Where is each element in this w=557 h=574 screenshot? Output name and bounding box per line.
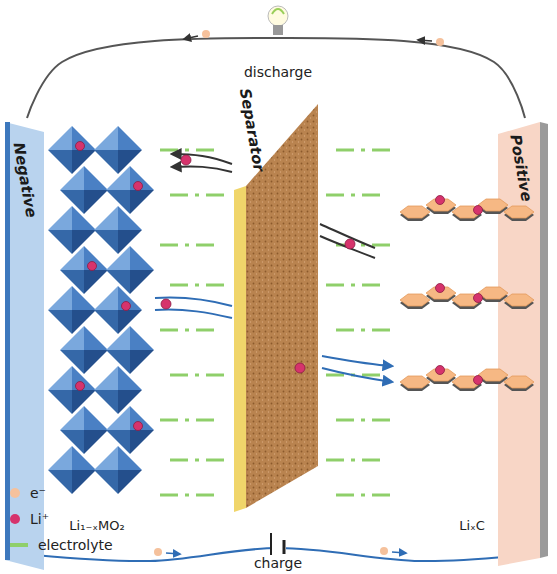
- separator: Separator: [232, 90, 320, 514]
- li-ions: [161, 155, 355, 373]
- negative-electrode: NegativeLi₁₋ₓMO₂: [5, 118, 155, 555]
- ion-arrow: [172, 167, 232, 172]
- electrode-label: Positive: [506, 133, 535, 203]
- legend-row: Li⁺: [10, 506, 113, 532]
- ion-path: [155, 310, 232, 318]
- legend: e⁻ Li⁺ electrolyte: [10, 480, 113, 558]
- legend-text: electrolyte: [38, 537, 113, 553]
- electron-flow: [154, 30, 444, 556]
- metal-oxide-lattice: [48, 126, 154, 494]
- separator-label: Separator: [236, 87, 268, 173]
- light-bulb: [268, 6, 288, 35]
- positive-electrode: PositiveLiₓC: [445, 118, 550, 555]
- circuit-wire: [27, 38, 525, 118]
- legend-text: Li⁺: [30, 511, 49, 527]
- ion-path: [320, 236, 375, 258]
- material-formula: Li₁₋ₓMO₂: [69, 518, 124, 533]
- plate-edge: [540, 122, 548, 558]
- legend-text: e⁻: [30, 485, 46, 501]
- graphite-layers: [400, 196, 534, 392]
- positive-plate: [498, 122, 540, 566]
- legend-swatch: [10, 488, 20, 498]
- legend-row: electrolyte: [10, 532, 113, 558]
- negative-plate: [5, 122, 44, 570]
- ion-path: [320, 224, 375, 248]
- ion-arrow: [172, 154, 232, 164]
- separator-edge: [234, 186, 246, 512]
- ion-arrow: [322, 356, 392, 366]
- edge-label: charge: [252, 555, 304, 571]
- electrolyte-dashes: [160, 150, 390, 495]
- material-formula: LiₓC: [459, 518, 485, 533]
- ion-arrow: [322, 368, 392, 382]
- legend-swatch: [10, 514, 20, 524]
- legend-row: e⁻: [10, 480, 113, 506]
- edge-label: discharge: [242, 64, 314, 80]
- electrode-label: Negative: [10, 141, 41, 219]
- legend-swatch: [10, 543, 28, 547]
